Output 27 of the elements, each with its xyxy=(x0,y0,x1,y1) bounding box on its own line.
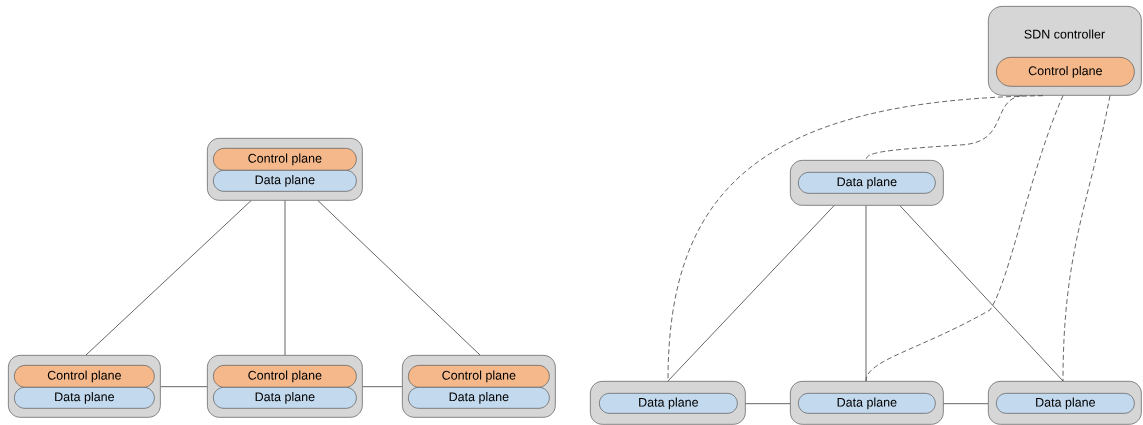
control-plane-pill: Control plane xyxy=(14,364,155,388)
link-line xyxy=(160,386,208,388)
link-line xyxy=(284,200,286,356)
control-link xyxy=(1062,95,1111,382)
control-plane-pill: Control plane xyxy=(213,148,357,171)
link-line xyxy=(85,200,252,356)
control-plane-pill: Control plane xyxy=(408,364,550,388)
control-link xyxy=(865,95,1023,161)
control-plane-pill: Control plane xyxy=(213,364,357,388)
link-line xyxy=(317,200,481,356)
data-plane-pill: Data plane xyxy=(408,386,550,409)
data-plane-pill: Data plane xyxy=(798,172,936,194)
data-plane-pill: Data plane xyxy=(599,393,738,414)
control-link xyxy=(865,95,1064,382)
data-plane-pill: Data plane xyxy=(798,393,936,414)
data-plane-pill: Data plane xyxy=(213,170,357,192)
control-link xyxy=(667,95,1044,382)
link-line xyxy=(865,205,867,382)
data-plane-pill: Data plane xyxy=(996,393,1135,414)
control-plane-pill: Control plane xyxy=(996,57,1135,87)
link-line xyxy=(667,205,835,382)
link-line xyxy=(362,386,403,388)
link-line xyxy=(943,403,989,405)
data-plane-pill: Data plane xyxy=(14,386,155,409)
link-line xyxy=(745,403,791,405)
link-line xyxy=(899,205,1064,382)
data-plane-pill: Data plane xyxy=(213,386,357,409)
